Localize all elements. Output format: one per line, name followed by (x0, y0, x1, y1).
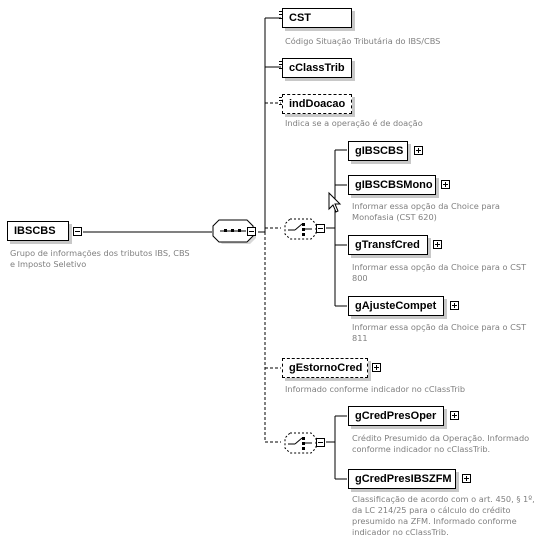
expand-icon[interactable] (462, 474, 471, 483)
element-name: gIBSCBSMono (355, 179, 433, 191)
mouse-cursor-icon (328, 191, 342, 213)
element-name: IBSCBS (14, 225, 56, 237)
element-inddoacao[interactable]: indDoacao (279, 94, 352, 114)
element-name: gAjusteCompet (355, 300, 437, 312)
root-element-ibscbs[interactable]: IBSCBS (7, 221, 69, 241)
element-gibscbs[interactable]: gIBSCBS (348, 141, 408, 161)
element-name: gEstornoCred (289, 362, 363, 374)
expand-icon[interactable] (414, 146, 423, 155)
element-documentation: Informar essa opção da Choice para Monof… (352, 201, 500, 222)
choice-compositor-icon (284, 218, 317, 240)
element-name: gCredPresOper (355, 410, 437, 422)
element-name: CST (289, 12, 311, 24)
element-name: gCredPresIBSZFM (355, 473, 452, 485)
root-documentation: Grupo de informações dos tributos IBS, C… (10, 248, 190, 269)
element-documentation: Crédito Presumido da Operação. Informado… (352, 433, 530, 454)
element-documentation: Informado conforme indicador no cClassTr… (285, 384, 466, 394)
collapse-icon[interactable] (73, 227, 82, 236)
expand-icon[interactable] (441, 180, 450, 189)
expand-icon[interactable] (450, 411, 459, 420)
expand-icon[interactable] (372, 363, 381, 372)
element-gajustecompet[interactable]: gAjusteCompet (348, 296, 444, 316)
element-documentation: Classificação de acordo com o art. 450, … (352, 494, 535, 537)
element-cst[interactable]: CST (279, 8, 352, 28)
element-documentation: Indica se a operação é de doação (285, 118, 423, 128)
element-gcredpresoper[interactable]: gCredPresOper (348, 406, 444, 426)
collapse-icon[interactable] (316, 224, 325, 233)
sequence-compositor-icon (212, 219, 256, 244)
element-cclasstrib[interactable]: cClassTrib (279, 58, 352, 78)
element-name: gTransfCred (355, 239, 420, 251)
leaf-element-icon (279, 11, 282, 19)
collapse-icon[interactable] (316, 438, 325, 447)
element-gcredpresibszfm[interactable]: gCredPresIBSZFM (348, 469, 456, 489)
element-documentation: Informar essa opção da Choice para o CST… (352, 322, 527, 343)
element-gestornocred[interactable]: gEstornoCred (282, 358, 368, 378)
element-documentation: Código Situação Tributária do IBS/CBS (285, 36, 441, 46)
element-name: gIBSCBS (355, 145, 404, 157)
element-documentation: Informar essa opção da Choice para o CST… (352, 262, 527, 283)
collapse-icon[interactable] (247, 227, 256, 236)
element-gtransfcred[interactable]: gTransfCred (348, 235, 428, 255)
element-name: indDoacao (289, 98, 346, 110)
expand-icon[interactable] (450, 301, 459, 310)
choice-compositor-icon (284, 432, 317, 454)
element-gibscbsmono[interactable]: gIBSCBSMono (348, 175, 436, 195)
expand-icon[interactable] (433, 240, 442, 249)
leaf-element-icon (279, 61, 282, 69)
element-name: cClassTrib (289, 62, 345, 74)
leaf-element-icon (279, 97, 282, 105)
